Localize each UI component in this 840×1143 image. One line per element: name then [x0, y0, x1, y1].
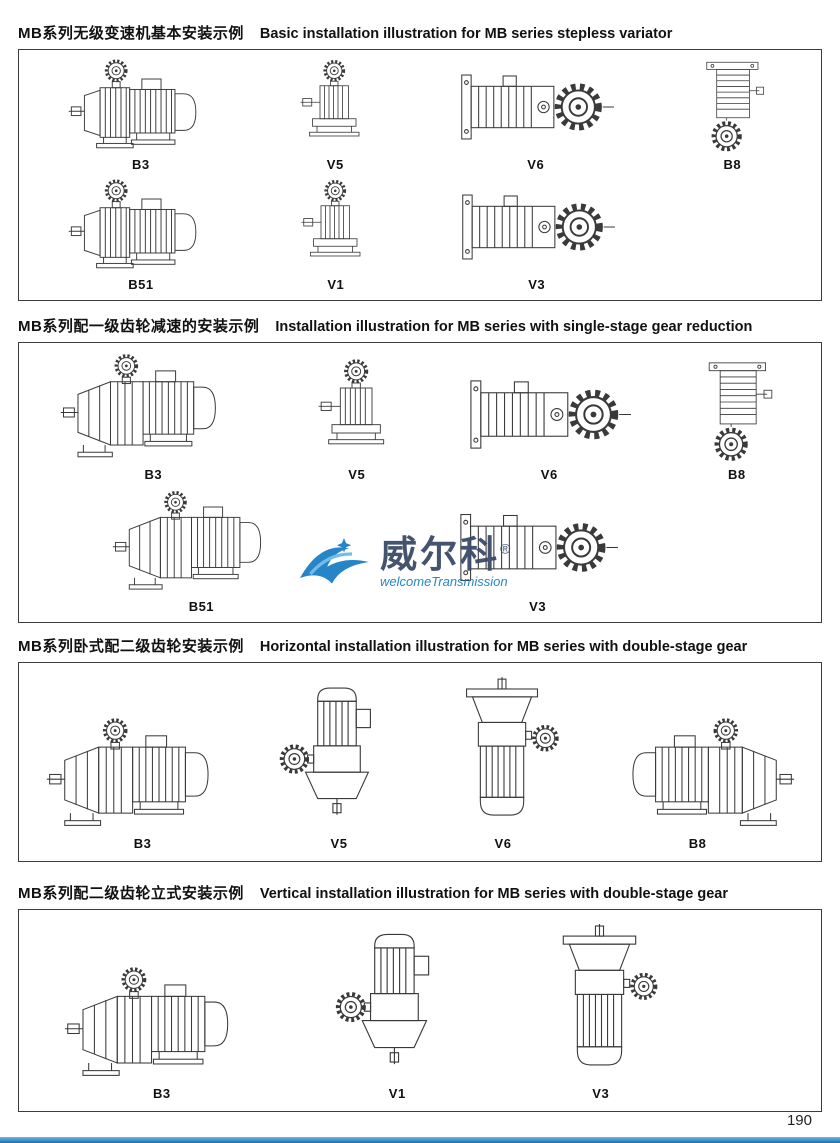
registered-mark: ® — [500, 540, 514, 557]
illustration-b8: B8 — [691, 58, 773, 172]
mounting-code-label: V5 — [326, 157, 344, 172]
section-header: MB系列卧式配二级齿轮安装示例 Horizontal installation … — [18, 635, 822, 656]
mounting-code-label: B3 — [133, 836, 152, 851]
mounting-code-label: B3 — [144, 467, 163, 482]
section-header: MB系列无级变速机基本安装示例 Basic installation illus… — [18, 22, 822, 43]
v5-gear-motor-drawing — [290, 58, 380, 154]
illustration-b8: B8 — [692, 358, 782, 482]
v5-gear-motor-drawing — [271, 681, 408, 833]
section-title-cn: MB系列无级变速机基本安装示例 — [18, 25, 244, 42]
mounting-code-label: V6 — [494, 836, 512, 851]
mounting-code-label: V1 — [327, 277, 345, 292]
illustration-b3: B3 — [67, 58, 215, 172]
illustration-row: B3 V5 V6 B8 — [29, 675, 811, 851]
illustration-row: B3 V1 V3 — [29, 922, 702, 1101]
illustration-v1: V1 — [327, 927, 467, 1101]
b8-gear-motor-drawing — [692, 358, 782, 464]
mounting-code-label: V5 — [330, 836, 348, 851]
v3-gear-motor-drawing — [457, 180, 617, 274]
brand-text-block: 威尔科® welcomeTransmission — [380, 536, 514, 589]
mounting-code-label: B51 — [188, 599, 215, 614]
section-basic-installation: MB系列无级变速机基本安装示例 Basic installation illus… — [18, 22, 822, 301]
section-title-cn: MB系列配二级齿轮立式安装示例 — [18, 885, 244, 902]
section-single-stage: MB系列配一级齿轮减速的安装示例 Installation illustrati… — [18, 315, 822, 623]
brand-watermark: 威尔科® welcomeTransmission — [296, 534, 514, 590]
section-vertical-double-stage: MB系列配二级齿轮立式安装示例 Vertical installation il… — [18, 882, 822, 1112]
mounting-code-label: B3 — [152, 1086, 171, 1101]
illustration-b3: B3 — [44, 715, 242, 851]
mounting-code-label: B8 — [727, 467, 746, 482]
illustration-panel: B3 V5 V6 B8 — [18, 49, 822, 301]
mounting-code-label: V5 — [348, 467, 366, 482]
illustration-b51: B51 — [67, 178, 215, 292]
mounting-code-label: V3 — [529, 599, 547, 614]
mounting-code-label: B51 — [128, 277, 154, 292]
b8-gear-motor-drawing — [599, 715, 797, 833]
b8-gear-motor-drawing — [691, 58, 773, 154]
illustration-b51: B51 — [110, 488, 292, 614]
v6-gear-motor-drawing — [465, 365, 633, 464]
v3-gear-motor-drawing — [533, 922, 669, 1083]
v1-gear-motor-drawing — [291, 178, 381, 274]
mounting-code-label: B8 — [723, 157, 742, 172]
mounting-code-label: V1 — [388, 1086, 406, 1101]
b3-gear-motor-drawing — [58, 351, 248, 464]
mounting-code-label: V3 — [592, 1086, 610, 1101]
illustration-b8: B8 — [599, 715, 797, 851]
mounting-code-label: B8 — [688, 836, 707, 851]
section-title-en: Horizontal installation illustration for… — [259, 639, 748, 655]
mounting-code-label: V6 — [540, 467, 558, 482]
v1-gear-motor-drawing — [327, 927, 467, 1083]
brand-name: 威尔科® — [380, 536, 513, 573]
illustration-v3: V3 — [457, 180, 617, 292]
mounting-code-label: V6 — [527, 157, 545, 172]
v5-gear-motor-drawing — [307, 357, 407, 464]
illustration-row: B3 V5 V6 B8 — [29, 351, 811, 482]
illustration-v3: V3 — [455, 499, 620, 614]
b51-gear-motor-drawing — [67, 178, 215, 274]
brand-name-text: 威尔科 — [380, 533, 501, 575]
illustration-v5: V5 — [271, 681, 408, 851]
b3-gear-motor-drawing — [62, 964, 262, 1083]
illustration-row: B51 V1 V3 — [29, 178, 655, 292]
illustration-v1: V1 — [291, 178, 381, 292]
v6-gear-motor-drawing — [456, 60, 616, 154]
page-number: 190 — [786, 1112, 812, 1129]
b51-gear-motor-drawing — [110, 488, 292, 596]
section-title-cn: MB系列配一级齿轮减速的安装示例 — [18, 318, 260, 335]
brand-subtitle: welcomeTransmission — [380, 573, 508, 589]
illustration-v6: V6 — [465, 365, 633, 482]
section-header: MB系列配一级齿轮减速的安装示例 Installation illustrati… — [18, 315, 822, 336]
illustration-b3: B3 — [62, 964, 262, 1101]
illustration-panel: B3 V5 V6 B8 — [18, 662, 822, 862]
footer-accent-bar — [0, 1137, 840, 1143]
illustration-v6: V6 — [437, 675, 570, 851]
b3-gear-motor-drawing — [44, 715, 242, 833]
illustration-v3: V3 — [533, 922, 669, 1101]
illustration-panel: B3 V5 V6 B8 — [18, 342, 822, 623]
b3-gear-motor-drawing — [67, 58, 215, 154]
illustration-v5: V5 — [290, 58, 380, 172]
section-title-en: Basic installation illustration for MB s… — [259, 26, 673, 42]
illustration-b3: B3 — [58, 351, 248, 482]
mounting-code-label: V3 — [528, 277, 546, 292]
section-title-en: Installation illustration for MB series … — [275, 319, 753, 335]
section-title-cn: MB系列卧式配二级齿轮安装示例 — [18, 638, 244, 655]
illustration-panel: B3 V1 V3 — [18, 909, 822, 1112]
section-horizontal-double-stage: MB系列卧式配二级齿轮安装示例 Horizontal installation … — [18, 635, 822, 862]
v6-gear-motor-drawing — [437, 675, 570, 833]
section-title-en: Vertical installation illustration for M… — [259, 886, 728, 902]
illustration-row: B51 V3 — [29, 488, 702, 614]
mounting-code-label: B3 — [131, 157, 150, 172]
illustration-v6: V6 — [456, 60, 616, 172]
illustration-v5: V5 — [307, 357, 407, 482]
brand-logo-icon — [300, 538, 369, 584]
section-header: MB系列配二级齿轮立式安装示例 Vertical installation il… — [18, 882, 822, 903]
illustration-row: B3 V5 V6 B8 — [29, 58, 811, 172]
